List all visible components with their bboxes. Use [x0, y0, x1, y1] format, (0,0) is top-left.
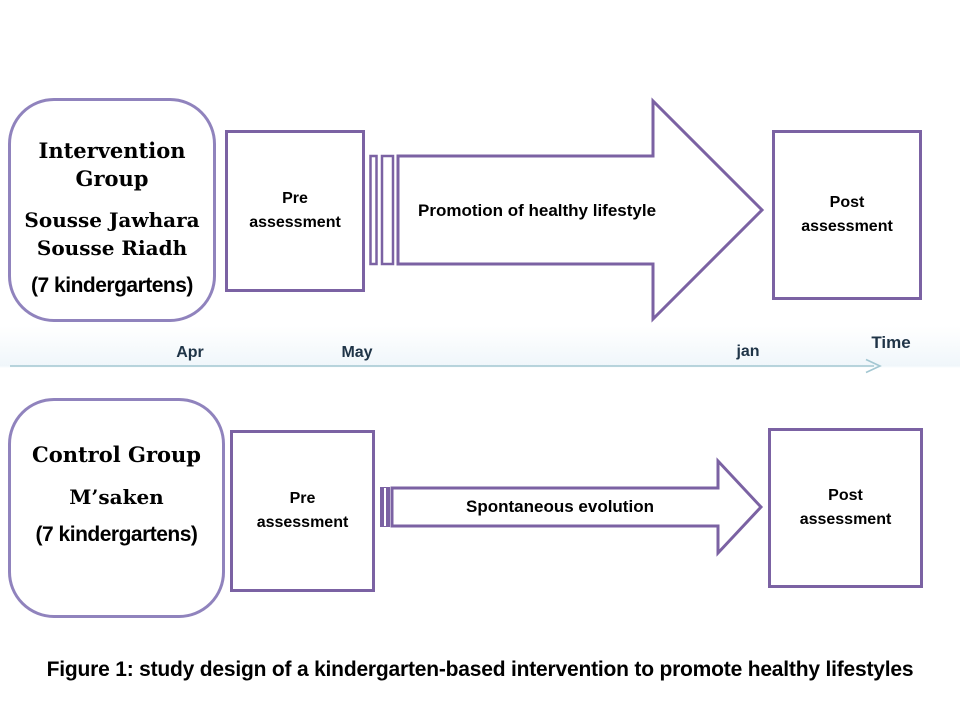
timeline-axis-label: Time [871, 333, 911, 352]
intervention-post-assessment-box: Post assessment [772, 130, 922, 300]
promotion-arrow-label: Promotion of healthy lifestyle [418, 201, 657, 220]
timeline-tick-apr: Apr [176, 344, 204, 361]
timeline-tick-may: May [341, 344, 373, 361]
control-group-box: Control Group M’saken (7 kindergartens) [8, 398, 225, 618]
intervention-post-assessment-label: Post assessment [801, 194, 893, 235]
control-group-note: (7 kindergartens) [35, 523, 198, 546]
figure-caption: Figure 1: study design of a kindergarten… [46, 658, 914, 681]
spontaneous-arrow-shape [390, 457, 764, 557]
timeline-band [0, 326, 960, 368]
promotion-arrow-shape [396, 97, 765, 323]
timeline-tick-jan: jan [736, 343, 760, 360]
promotion-arrow-stripe-1 [369, 154, 378, 266]
control-pre-assessment-box: Pre assessment [230, 430, 375, 592]
timeline-arrowhead-icon [865, 358, 882, 374]
control-post-assessment-label: Post assessment [799, 487, 892, 528]
intervention-group-sites: Sousse Jawhara Sousse Riadh [24, 208, 200, 260]
intervention-pre-assessment-box: Pre assessment [225, 130, 365, 292]
spontaneous-arrow-stripe-slit [384, 488, 386, 526]
control-group-title: Control Group [31, 442, 201, 467]
intervention-group-title: Intervention Group [38, 138, 186, 191]
spontaneous-arrow-label: Spontaneous evolution [466, 497, 654, 516]
intervention-pre-assessment-label: Pre assessment [249, 190, 341, 231]
control-pre-assessment-label: Pre assessment [256, 490, 349, 531]
control-post-assessment-box: Post assessment [768, 428, 923, 588]
intervention-group-box: Intervention Group Sousse Jawhara Sousse… [8, 98, 216, 322]
promotion-arrow-stripe-2 [380, 154, 395, 266]
intervention-group-note: (7 kindergartens) [31, 274, 193, 297]
control-group-site: M’saken [69, 485, 164, 509]
